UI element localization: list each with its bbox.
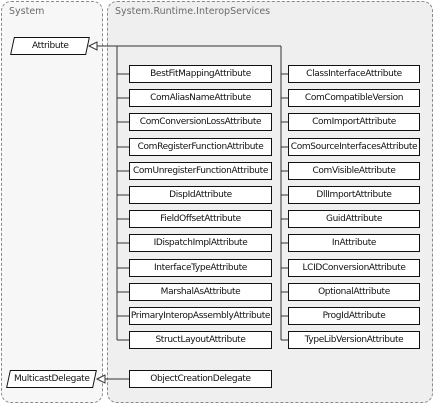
class-in-attribute: InAttribute [288, 234, 420, 252]
delegate-inheritance-arrow [95, 374, 106, 384]
class-class-interface-attribute: ClassInterfaceAttribute [288, 65, 420, 83]
class-com-source-interfaces-attribute: ComSourceInterfacesAttribute [288, 138, 420, 156]
class-i-dispatch-impl-attribute: IDispatchImplAttribute [129, 234, 272, 252]
class-multicast-delegate-label: MulticastDelegate [13, 374, 90, 384]
class-multicast-delegate: MulticastDelegate [6, 370, 97, 388]
class-field-offset-attribute: FieldOffsetAttribute [129, 210, 272, 228]
attribute-inheritance-arrow [87, 41, 98, 51]
class-prog-id-attribute: ProgIdAttribute [288, 307, 420, 325]
class-interface-type-attribute: InterfaceTypeAttribute [129, 259, 272, 277]
class-com-register-function-attribute: ComRegisterFunctionAttribute [129, 138, 272, 156]
class-com-compatible-version: ComCompatibleVersion [288, 89, 420, 107]
class-attribute-label: Attribute [31, 41, 69, 51]
class-com-visible-attribute: ComVisibleAttribute [288, 162, 420, 180]
class-com-import-attribute: ComImportAttribute [288, 113, 420, 131]
class-com-conversion-loss-attribute: ComConversionLossAttribute [129, 113, 272, 131]
class-lcid-conversion-attribute: LCIDConversionAttribute [288, 259, 420, 277]
namespace-title-system: System [9, 6, 45, 17]
class-primary-interop-assembly-attribute: PrimaryInteropAssemblyAttribute [129, 307, 272, 325]
class-guid-attribute: GuidAttribute [288, 210, 420, 228]
class-marshal-as-attribute: MarshalAsAttribute [129, 283, 272, 301]
namespace-title-interop: System.Runtime.InteropServices [115, 6, 271, 17]
class-struct-layout-attribute: StructLayoutAttribute [129, 331, 272, 349]
class-disp-id-attribute: DispIdAttribute [129, 186, 272, 204]
class-attribute: Attribute [10, 37, 90, 55]
class-best-fit-mapping-attribute: BestFitMappingAttribute [129, 65, 272, 83]
namespace-system: System [1, 1, 103, 403]
class-com-alias-name-attribute: ComAliasNameAttribute [129, 89, 272, 107]
class-dll-import-attribute: DllImportAttribute [288, 186, 420, 204]
class-type-lib-version-attribute: TypeLibVersionAttribute [288, 331, 420, 349]
class-com-unregister-function-attribute: ComUnregisterFunctionAttribute [129, 162, 272, 180]
class-object-creation-delegate: ObjectCreationDelegate [129, 370, 272, 388]
class-optional-attribute: OptionalAttribute [288, 283, 420, 301]
